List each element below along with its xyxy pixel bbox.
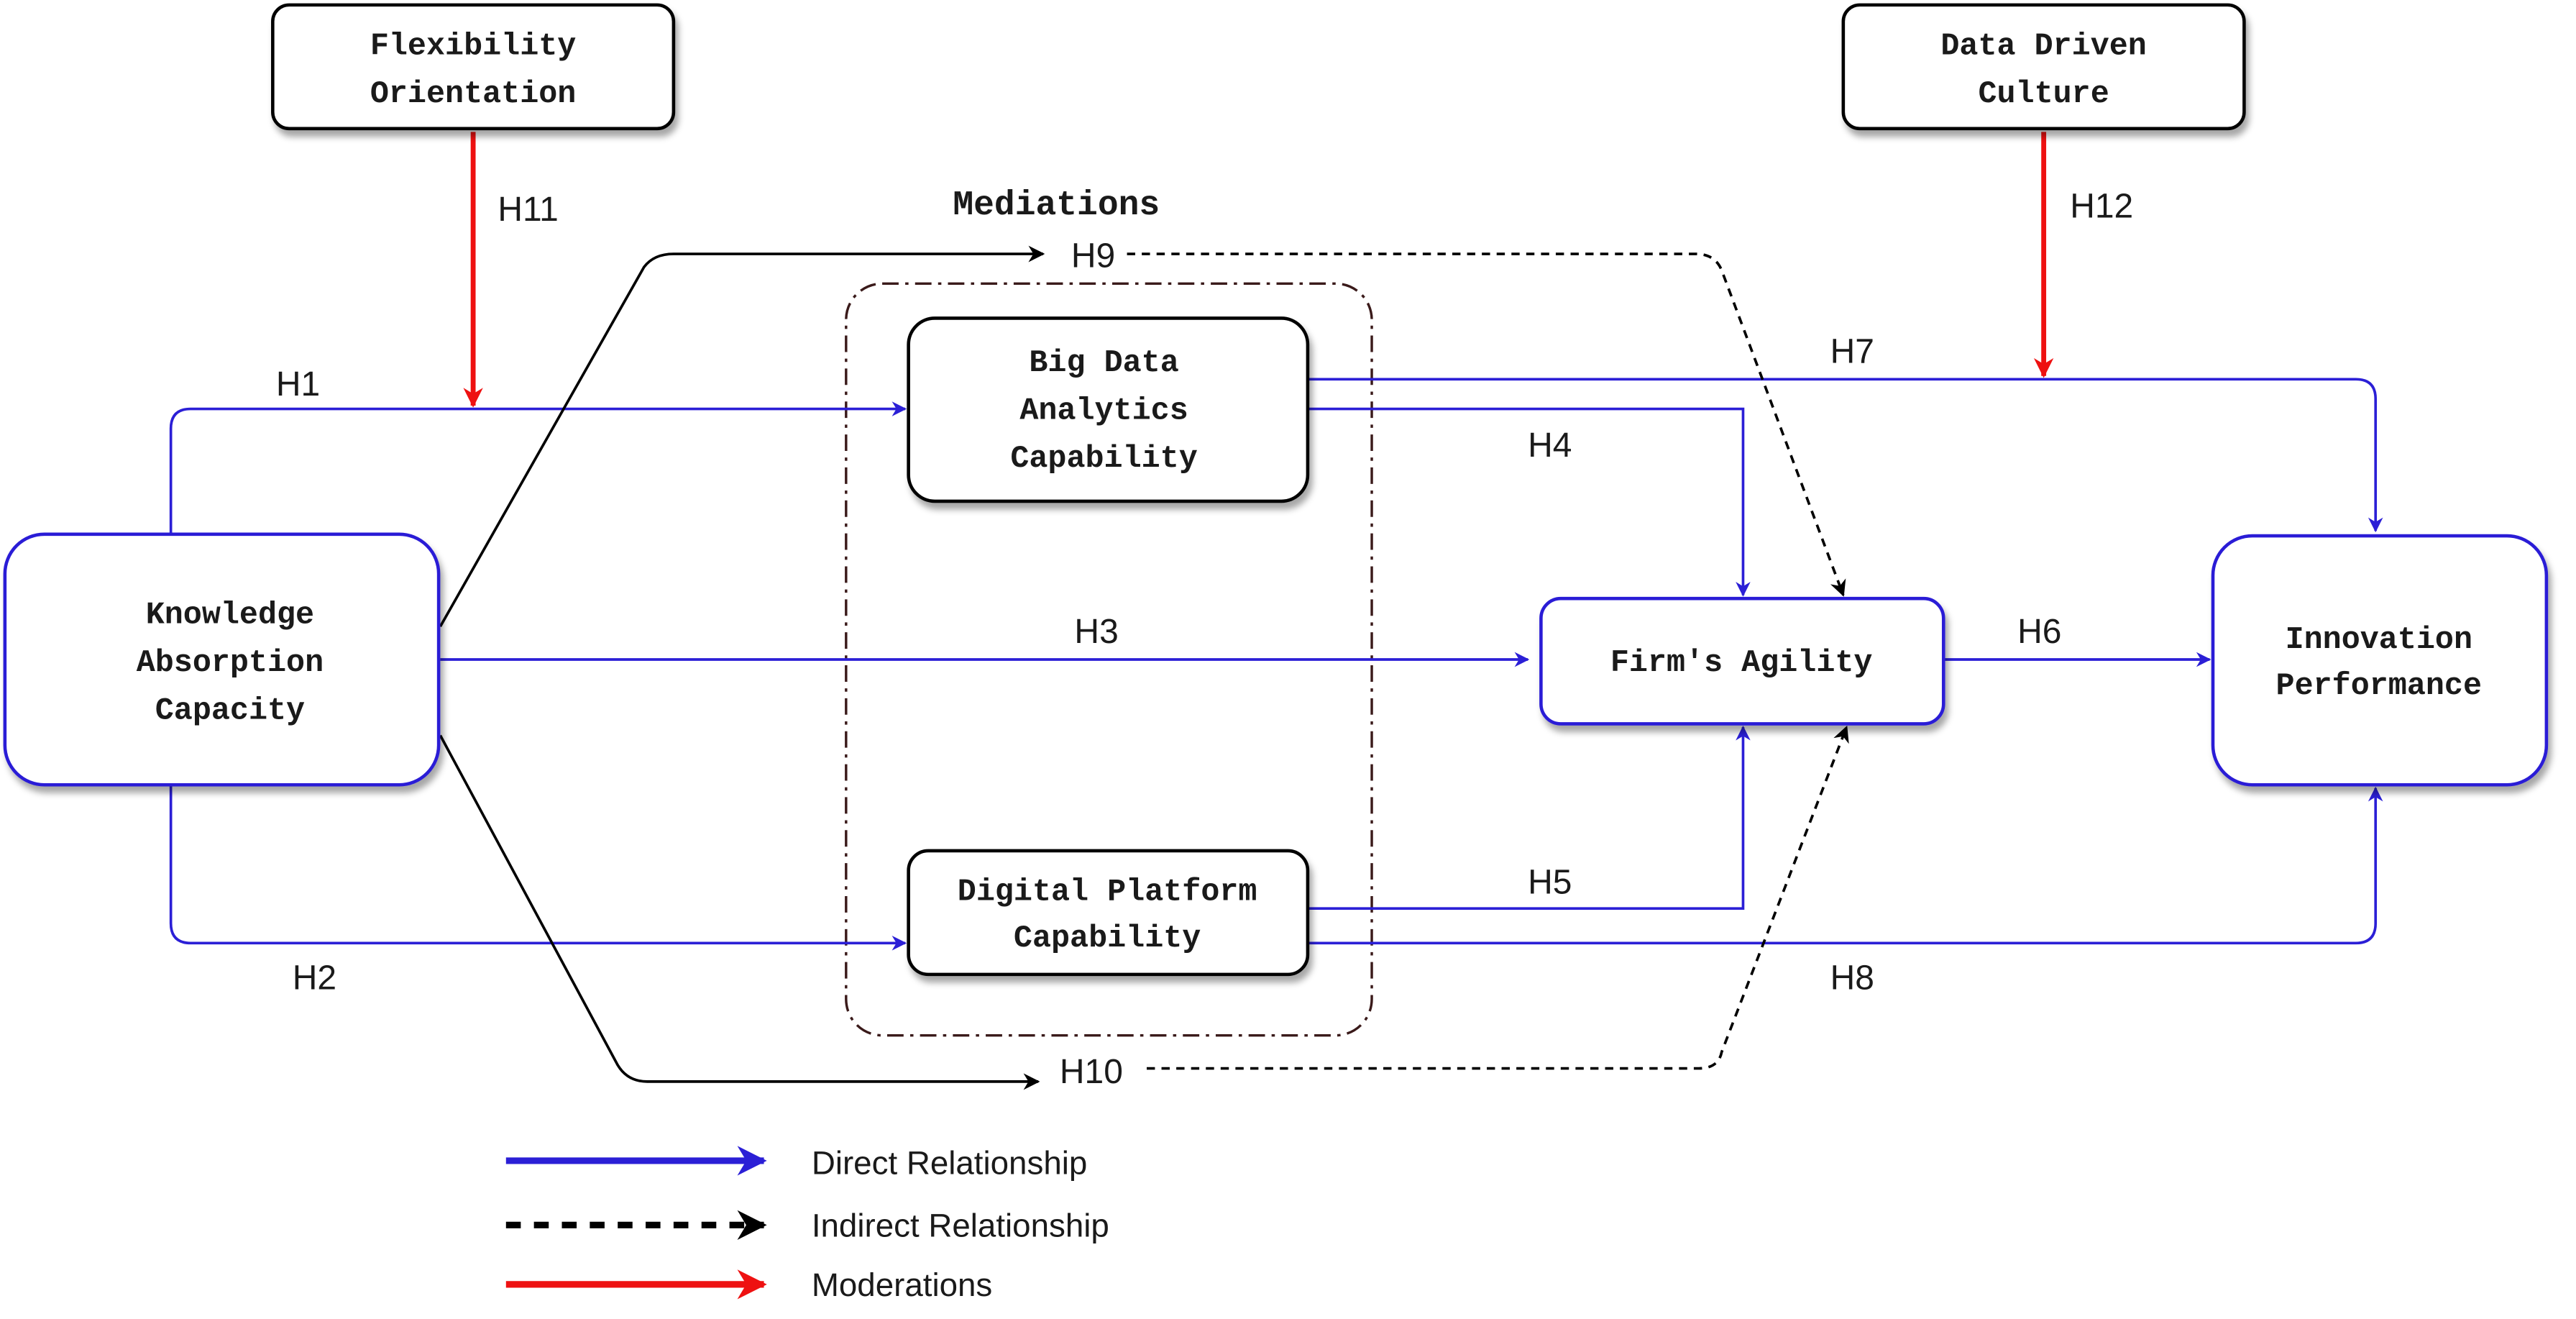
label-h10: H10 (1060, 1052, 1123, 1091)
node-text-line: Performance (2276, 669, 2482, 704)
node-firms-agility: Firm's Agility (1539, 596, 1945, 726)
node-text-line: Digital Platform (958, 875, 1257, 910)
legend-moderation-label: Moderations (812, 1266, 992, 1303)
label-h7: H7 (1830, 332, 1874, 370)
legend-indirect-label: Indirect Relationship (812, 1207, 1109, 1243)
node-text-line: Absorption (137, 646, 324, 681)
node-digital-platform-capability: Digital Platform Capability (907, 849, 1310, 977)
node-text-line: Culture (1978, 77, 2109, 112)
node-big-data-analytics-capability: Big Data Analytics Capability (907, 316, 1310, 503)
node-text-line: Capacity (155, 693, 305, 729)
node-text-line: Capability (1010, 442, 1197, 477)
label-h6: H6 (2017, 612, 2061, 651)
label-h5: H5 (1528, 862, 1572, 901)
label-h11: H11 (498, 190, 558, 229)
legend: Direct Relationship Indirect Relationshi… (505, 1144, 1109, 1303)
label-h9: H9 (1071, 236, 1115, 275)
h9-indirect-arrow (1127, 252, 1846, 597)
h4-arrow (1307, 407, 1751, 597)
node-text-line: Innovation (2286, 623, 2472, 658)
node-text-line: Analytics (1019, 393, 1188, 429)
node-text-line: Big Data (1029, 346, 1178, 381)
h5-arrow (1307, 725, 1751, 910)
node-text-line: Orientation (370, 77, 576, 112)
mediations-group-border (845, 282, 1373, 1037)
h10-indirect-arrow (1146, 725, 1849, 1070)
label-h2: H2 (293, 958, 336, 997)
h2-arrow (169, 785, 907, 951)
node-text-line: Knowledge (146, 598, 314, 634)
label-h4: H4 (1528, 426, 1572, 465)
h9-path-to-label (439, 245, 1045, 628)
legend-direct-label: Direct Relationship (812, 1144, 1087, 1181)
node-knowledge-absorption-capacity: Knowledge Absorption Capacity (3, 532, 441, 787)
node-text-line: Firm's Agility (1610, 646, 1873, 681)
h10-path-to-label (439, 734, 1040, 1090)
label-h3: H3 (1074, 612, 1118, 651)
node-flexibility-orientation: Flexibility Orientation (271, 3, 676, 131)
node-text-line: Flexibility (370, 29, 576, 65)
node-text-line: Data Driven (1940, 29, 2146, 65)
h1-arrow (169, 401, 907, 534)
h8-arrow (1307, 786, 2383, 945)
label-h12: H12 (2070, 187, 2133, 226)
node-data-driven-culture: Data Driven Culture (1841, 3, 2246, 131)
h7-arrow (1307, 378, 2383, 533)
label-h1: H1 (276, 365, 320, 403)
node-text-line: Capability (1014, 921, 1201, 957)
label-h8: H8 (1830, 958, 1874, 997)
mediations-title: Mediations (953, 186, 1160, 225)
node-innovation-performance: Innovation Performance (2211, 534, 2549, 787)
